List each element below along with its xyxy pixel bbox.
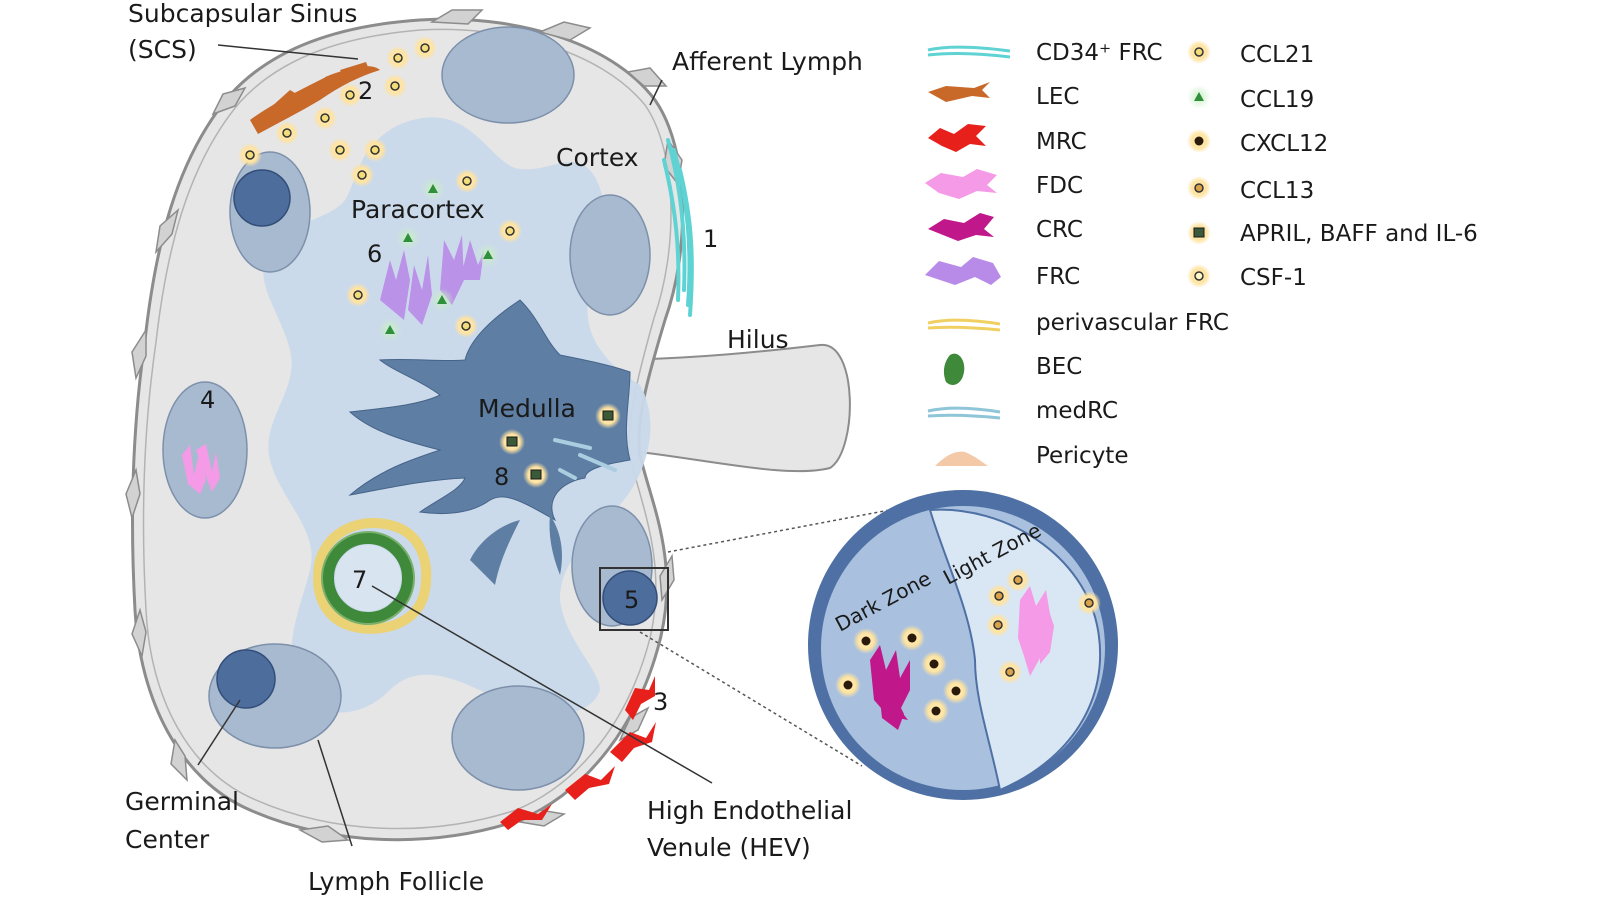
region-labels: Subcapsular Sinus (SCS) Afferent Lymph C… [125, 0, 863, 896]
label-germinal-line2: Center [125, 825, 210, 854]
germinal-center [602, 570, 658, 626]
legend-label-bec: BEC [1036, 354, 1082, 380]
cxcl12-dots [835, 625, 969, 724]
ccl13-dots [986, 568, 1101, 684]
ccl19-triangles [378, 177, 500, 342]
label-scs-line2: (SCS) [128, 35, 197, 64]
zoom-box [599, 567, 669, 631]
legend-label-medrc: medRC [1036, 398, 1118, 424]
legend-label-cd34-frc: CD34⁺ FRC [1036, 40, 1163, 66]
legend-label-ccl19: CCL19 [1240, 87, 1314, 113]
hev-structure [313, 518, 432, 634]
bec-ring-outline [321, 531, 415, 625]
medrc-cells [553, 438, 617, 480]
legend-label-frc: FRC [1036, 264, 1080, 290]
callout-lines [197, 44, 901, 847]
follicle [441, 26, 575, 124]
cd34-frc-cells [662, 138, 694, 317]
bec-icon [943, 353, 965, 385]
fdc-cells-follicle [182, 444, 220, 494]
legend-label-perivascular-frc: perivascular FRC [1036, 310, 1229, 336]
label-hev-line1: High Endothelial [647, 796, 852, 825]
legend-label-cxcl12: CXCL12 [1240, 131, 1328, 157]
frc-icon [925, 257, 1001, 285]
ccl19-icon [1187, 85, 1211, 109]
crc-cells [870, 645, 910, 730]
legend-label-fdc: FDC [1036, 173, 1083, 199]
label-number-1: 1 [703, 225, 718, 253]
germinal-center [233, 169, 291, 227]
medulla-cord [549, 515, 562, 575]
label-paracortex: Paracortex [351, 195, 485, 224]
mrc-cells [500, 676, 656, 830]
label-cortex: Cortex [556, 143, 639, 172]
legend-label-lec: LEC [1036, 84, 1079, 110]
ccl21-dots [238, 36, 522, 338]
label-number-4: 4 [200, 386, 215, 414]
frc-cells [380, 235, 484, 325]
hilus-region [618, 343, 851, 473]
ccl21-icon [1187, 40, 1211, 64]
follicle [569, 194, 651, 316]
medulla-region [348, 299, 631, 522]
legend-label-pericyte: Pericyte [1036, 443, 1128, 469]
label-number-2: 2 [358, 77, 373, 105]
fdc-icon [925, 169, 997, 199]
legend-label-april-baff-il6: APRIL, BAFF and IL-6 [1240, 221, 1478, 247]
label-medulla: Medulla [478, 394, 576, 423]
cxcl12-icon [1187, 129, 1211, 153]
legend-label-mrc: MRC [1036, 129, 1087, 155]
label-germinal-line1: Germinal [125, 787, 239, 816]
chemokine-legend: CCL21 CCL19 CXCL12 CCL13 APRIL, BAFF and… [1187, 40, 1478, 291]
ccl13-icon [1187, 176, 1211, 200]
lec-cells [250, 62, 380, 134]
label-number-7: 7 [352, 566, 367, 594]
label-hev-line2: Venule (HEV) [647, 833, 811, 862]
germinal-center [216, 649, 276, 709]
lymph-node: 1 2 3 4 5 6 7 8 [125, 9, 851, 843]
lec-icon [928, 82, 990, 102]
follicle [451, 685, 585, 791]
label-number-8: 8 [494, 463, 509, 491]
mrc-icon [928, 124, 986, 152]
label-number-6: 6 [367, 240, 382, 268]
hev-lumen [335, 545, 401, 611]
label-afferent-lymph: Afferent Lymph [672, 47, 863, 76]
pericyte-icon [935, 451, 988, 466]
cell-legend: CD34⁺ FRC LEC MRC FDC CRC FRC perivascul… [925, 40, 1229, 469]
fdc-cells-light-zone [1018, 586, 1054, 676]
legend-label-csf1: CSF-1 [1240, 265, 1307, 291]
label-number-5: 5 [624, 586, 639, 614]
legend-label-ccl21: CCL21 [1240, 42, 1314, 68]
label-number-3: 3 [653, 688, 668, 716]
legend-label-ccl13: CCL13 [1240, 178, 1314, 204]
label-lymph-follicle: Lymph Follicle [308, 867, 484, 896]
bec-ring [322, 532, 414, 624]
germinal-center-zoom: Dark Zone Light Zone [808, 490, 1118, 800]
legend-label-crc: CRC [1036, 217, 1083, 243]
april-baff-il6-icon [1187, 221, 1211, 245]
medrc-icon [927, 406, 1001, 420]
light-zone-area [928, 508, 1102, 792]
label-scs-line1: Subcapsular Sinus [128, 0, 357, 28]
april-baff-il6-squares [499, 403, 621, 488]
capsule-inner-edge [142, 28, 672, 830]
crc-icon [928, 213, 994, 241]
medulla-cord [470, 520, 520, 585]
csf1-icon [1187, 264, 1211, 288]
follicles [162, 26, 669, 791]
label-hilus: Hilus [727, 325, 789, 354]
cd34-frc-icon [927, 45, 1011, 59]
perivascular-frc-icon [927, 318, 1001, 332]
perivascular-frc [313, 518, 432, 634]
